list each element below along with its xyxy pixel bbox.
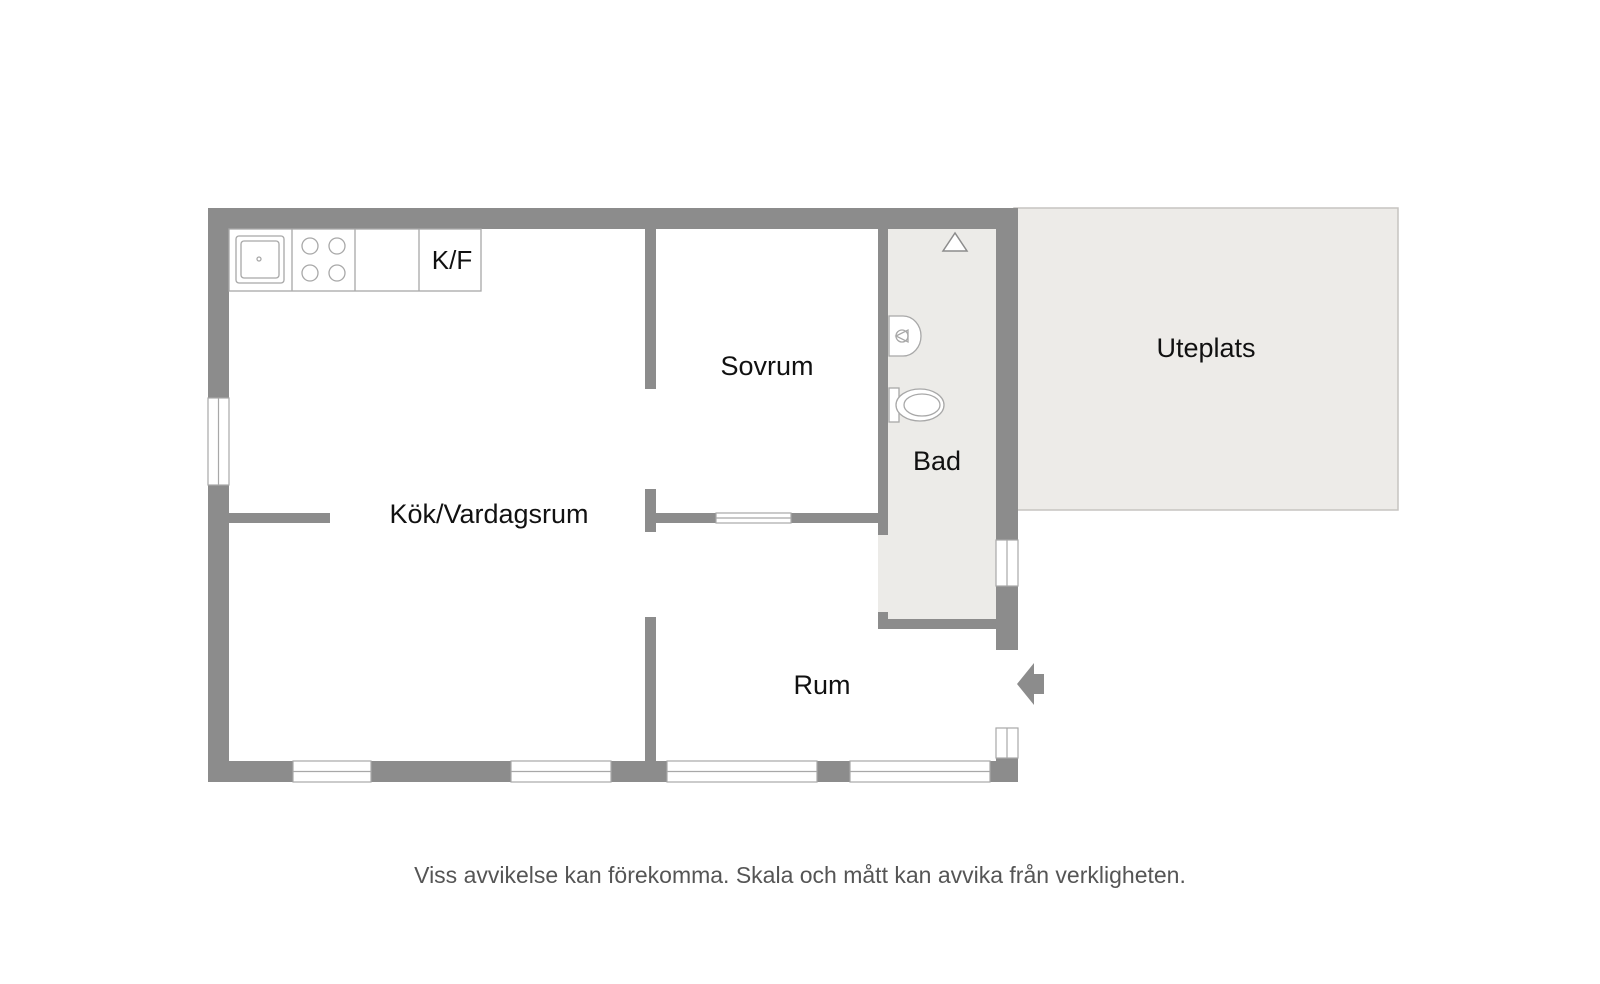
bathroom-floor-lower — [878, 529, 898, 619]
toilet-icon — [888, 387, 945, 423]
disclaimer-text: Viss avvikelse kan förekomma. Skala och … — [414, 862, 1186, 888]
room-label-bad: Bad — [913, 446, 961, 476]
kitchen-counter — [228, 228, 482, 292]
room-label-rum: Rum — [793, 670, 850, 700]
bathroom-floor — [888, 229, 996, 619]
room-label-sovrum: Sovrum — [720, 351, 813, 381]
outer-walls — [208, 208, 1018, 782]
north-triangle-icon — [941, 231, 969, 252]
stove-icon — [301, 237, 346, 282]
room-label-kf: K/F — [432, 245, 472, 275]
entrance-arrow-icon — [1017, 663, 1044, 705]
terrace-area — [1013, 207, 1399, 511]
room-label-kok-vardagsrum: Kök/Vardagsrum — [389, 499, 588, 529]
room-label-uteplats: Uteplats — [1156, 333, 1255, 363]
windows — [207, 397, 1019, 783]
washbasin-icon — [888, 315, 922, 357]
interior-walls — [229, 229, 996, 761]
sink-icon — [235, 235, 285, 284]
